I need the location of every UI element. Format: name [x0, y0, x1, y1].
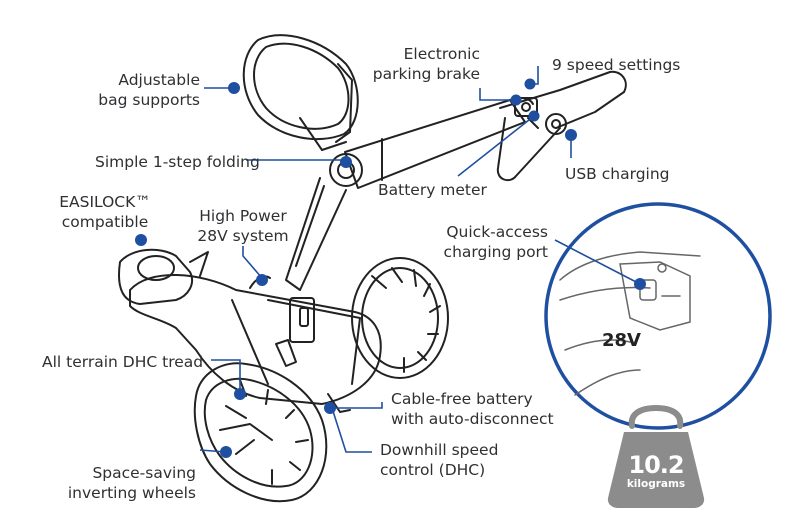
label-line: Downhill speed: [380, 441, 499, 459]
charging-port-inset: [544, 202, 772, 430]
label-easilock: EASILOCK™ compatible: [50, 192, 160, 232]
label-line: bag supports: [98, 91, 200, 109]
label-9-speed-settings: 9 speed settings: [552, 56, 681, 74]
label-adjustable-bag-supports: Adjustable bag supports: [80, 70, 200, 110]
label-line: compatible: [61, 213, 149, 231]
front-bracket: [118, 248, 209, 305]
label-line: 28V system: [197, 227, 289, 245]
label-quick-access-port: Quick-access charging port: [420, 222, 548, 262]
label-line: Electronic: [403, 45, 480, 63]
handle-tube: [344, 96, 534, 189]
label-high-power: High Power 28V system: [188, 206, 298, 246]
weight-unit: kilograms: [626, 478, 686, 490]
chassis: [129, 273, 382, 413]
label-line: parking brake: [372, 65, 480, 83]
label-usb-charging: USB charging: [565, 165, 670, 183]
label-battery-meter: Battery meter: [378, 181, 487, 199]
label-all-terrain-tread: All terrain DHC tread: [42, 353, 204, 371]
callout-dots: [135, 78, 646, 458]
main-column: [285, 177, 347, 291]
label-line: control (DHC): [380, 461, 486, 479]
label-cable-free-battery: Cable-free battery with auto-disconnect: [391, 389, 554, 429]
label-downhill-speed-control: Downhill speed control (DHC): [380, 440, 498, 480]
label-simple-folding: Simple 1-step folding: [95, 153, 260, 171]
front-wheel: [193, 362, 328, 503]
weight-value: 10.2: [628, 451, 684, 479]
label-line: charging port: [443, 243, 548, 261]
inset-voltage-marking: 28V: [602, 330, 641, 351]
weight-badge: [607, 404, 705, 508]
label-line: EASILOCK™: [59, 193, 151, 211]
label-line: Cable-free battery: [391, 390, 533, 408]
label-line: Adjustable: [118, 71, 200, 89]
label-line: inverting wheels: [67, 484, 196, 502]
label-electronic-parking-brake: Electronic parking brake: [370, 44, 480, 84]
bag-support-ring: [242, 34, 359, 151]
label-line: Quick-access: [446, 223, 548, 241]
callout-leaders: [140, 66, 641, 453]
label-line: Space-saving: [92, 464, 196, 482]
label-line: High Power: [199, 207, 287, 225]
label-inverting-wheels: Space-saving inverting wheels: [60, 463, 196, 503]
rear-wheel: [351, 257, 449, 379]
label-line: with auto-disconnect: [391, 410, 554, 428]
handle-grip: [496, 70, 627, 182]
